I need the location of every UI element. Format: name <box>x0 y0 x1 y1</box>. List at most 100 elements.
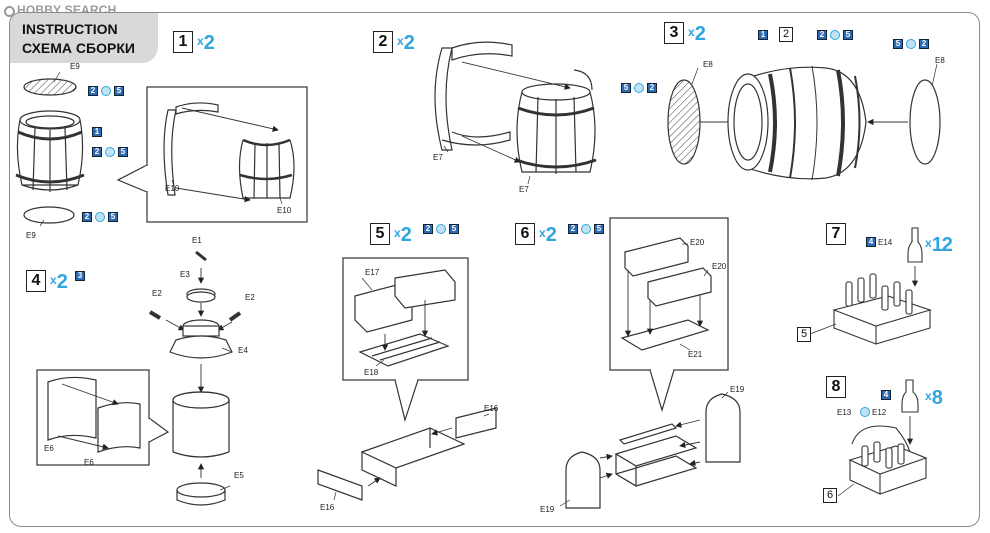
step3-diagram <box>667 65 941 181</box>
paint-code: 5 <box>893 39 903 49</box>
step-1-multiplier: x2 <box>197 32 215 54</box>
part-label: E4 <box>238 346 248 355</box>
paint-code: 5 <box>843 30 853 40</box>
part-label: E18 <box>364 368 379 377</box>
paint-code: 1 <box>92 127 102 137</box>
step8-diagram <box>848 379 928 495</box>
step6-diagram <box>565 217 741 509</box>
lid-bottom-part <box>23 206 75 224</box>
part-label: E6 <box>84 458 94 467</box>
step-5-multiplier: x2 <box>394 224 412 246</box>
multiply-icon: x <box>539 226 546 240</box>
part-label: E7 <box>433 153 443 162</box>
paint-code: 5 <box>594 224 604 234</box>
multiply-icon: x <box>50 273 57 287</box>
part-label: E3 <box>180 270 190 279</box>
ref-number: 6 <box>823 488 837 503</box>
paint-code: 4 <box>866 237 876 247</box>
part-label: E7 <box>519 185 529 194</box>
mix-icon <box>105 147 115 157</box>
paint-code: 2 <box>92 147 102 157</box>
mix-icon <box>634 83 644 93</box>
paint-code: 5 <box>449 224 459 234</box>
paint-code: 2 <box>82 212 92 222</box>
title-tab: INSTRUCTION СХЕМА СБОРКИ <box>10 13 158 63</box>
paint-code: 2 <box>423 224 433 234</box>
step-5-number: 5 <box>370 223 390 245</box>
step-8-multiplier: x8 <box>925 387 943 409</box>
part-label: E10 <box>165 184 180 193</box>
step-6-multiplier: x2 <box>539 224 557 246</box>
multiply-icon: x <box>925 236 932 250</box>
step-2-number: 2 <box>373 31 393 53</box>
step-2-multiplier: x2 <box>397 32 415 54</box>
part-label: E9 <box>70 62 80 71</box>
part-label: E21 <box>688 350 703 359</box>
part-label: E1 <box>192 236 202 245</box>
step-8-number: 8 <box>826 376 846 398</box>
part-label: E20 <box>690 238 705 247</box>
title-line-2: СХЕМА СБОРКИ <box>22 40 135 56</box>
part-label: E2 <box>245 293 255 302</box>
step-4-multiplier: x2 <box>50 271 68 293</box>
step4-diagram <box>36 250 242 506</box>
mix-icon <box>581 224 591 234</box>
multiply-icon: x <box>394 226 401 240</box>
lid-top-part <box>23 78 77 96</box>
part-label: E6 <box>44 444 54 453</box>
step-7-number: 7 <box>826 223 846 245</box>
logo-mark-icon <box>4 6 15 17</box>
multiply-icon: x <box>197 34 204 48</box>
paint-code: 5 <box>118 147 128 157</box>
step7-diagram <box>832 227 932 345</box>
paint-code: 2 <box>919 39 929 49</box>
mix-icon <box>95 212 105 222</box>
multiply-icon: x <box>688 25 695 39</box>
part-label: E20 <box>712 262 727 271</box>
step5-diagram <box>317 257 497 501</box>
mix-icon <box>830 30 840 40</box>
paint-code: 5 <box>108 212 118 222</box>
ref-number: 5 <box>797 327 811 342</box>
step-6-number: 6 <box>515 223 535 245</box>
step2-diagram <box>434 41 597 174</box>
part-label: E8 <box>703 60 713 69</box>
step-3-multiplier: x2 <box>688 23 706 45</box>
paint-code: 5 <box>114 86 124 96</box>
paint-code: 5 <box>621 83 631 93</box>
sheet-frame <box>9 12 980 527</box>
paint-code: 1 <box>758 30 768 40</box>
step-7-multiplier: x12 <box>925 234 953 256</box>
part-label: E16 <box>320 503 335 512</box>
part-label: E9 <box>26 231 36 240</box>
paint-code: 2 <box>817 30 827 40</box>
part-label: E10 <box>277 206 292 215</box>
part-label: E19 <box>540 505 555 514</box>
paint-code: 2 <box>568 224 578 234</box>
part-label: E5 <box>234 471 244 480</box>
paint-code: 3 <box>75 271 85 281</box>
mix-icon <box>860 407 870 417</box>
part-label: E13 <box>837 408 852 417</box>
step-3-number: 3 <box>664 22 684 44</box>
part-label: E8 <box>935 56 945 65</box>
part-label: E2 <box>152 289 162 298</box>
part-label: E17 <box>365 268 380 277</box>
step-1-number: 1 <box>173 31 193 53</box>
paint-code: 4 <box>881 390 891 400</box>
leader-lines <box>39 63 938 507</box>
title-line-1: INSTRUCTION <box>22 21 118 37</box>
step1-diagram <box>15 78 308 224</box>
multiply-icon: x <box>397 34 404 48</box>
mix-icon <box>101 86 111 96</box>
ref-number: 2 <box>779 27 793 42</box>
part-label: E14 <box>878 238 893 247</box>
mix-icon <box>906 39 916 49</box>
step-4-number: 4 <box>26 270 46 292</box>
paint-code: 2 <box>88 86 98 96</box>
part-label: E12 <box>872 408 887 417</box>
multiply-icon: x <box>925 389 932 403</box>
part-label: E19 <box>730 385 745 394</box>
